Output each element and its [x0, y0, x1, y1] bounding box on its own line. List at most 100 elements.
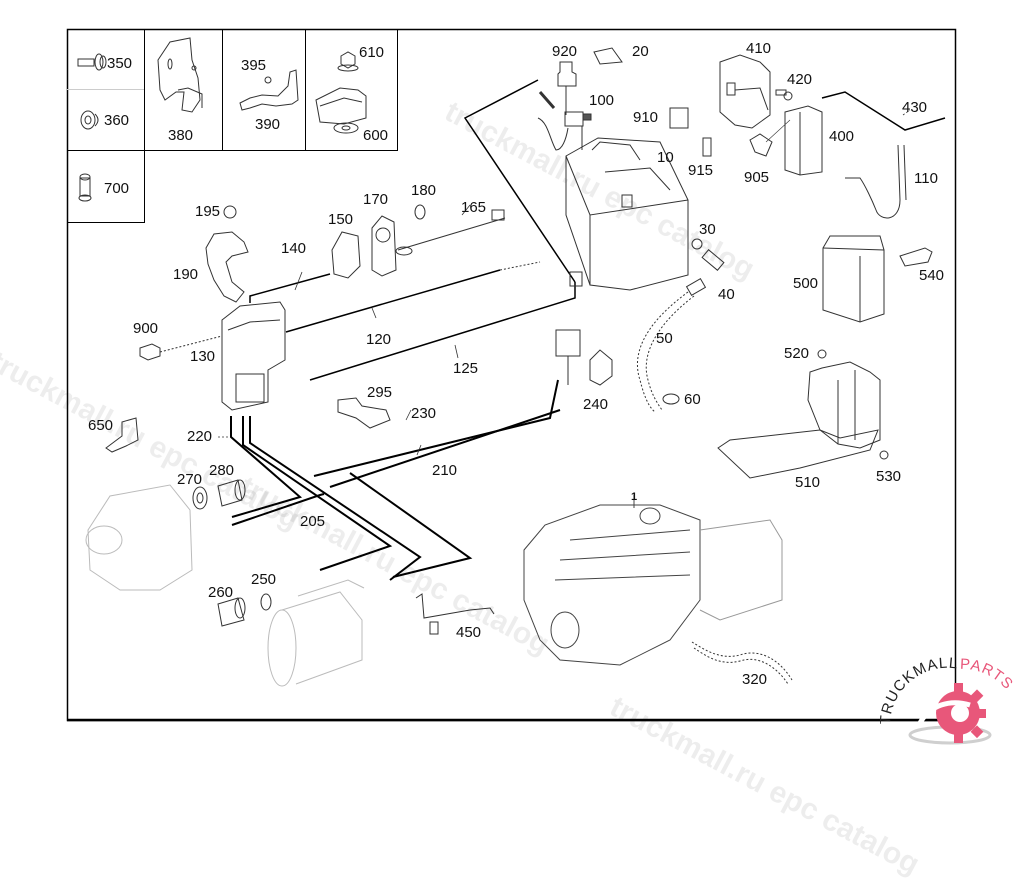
callout-270: 270: [177, 471, 203, 488]
callout-260: 260: [208, 584, 234, 601]
clamp-170-icon: [371, 215, 397, 277]
module-600-icon: [315, 87, 367, 134]
engine-marker: 1: [631, 491, 638, 503]
cable-125-icon: [309, 282, 576, 381]
cable-120-icon: [285, 269, 501, 333]
callout-540: 540: [919, 267, 945, 284]
callout-320: 320: [742, 671, 768, 688]
plug-30-icon: [691, 238, 703, 250]
harness-wires-icon: [230, 379, 561, 581]
grommet-60-icon: [662, 393, 680, 405]
switch-240-icon: [555, 329, 613, 386]
cover-20-icon: [593, 47, 623, 65]
callout-920: 920: [552, 43, 578, 60]
callout-210: 210: [432, 462, 458, 479]
callout-500: 500: [793, 275, 819, 292]
callout-400: 400: [829, 128, 855, 145]
callout-905: 905: [744, 169, 770, 186]
bushing-360-icon: [80, 110, 99, 130]
cable-140-icon: [249, 273, 331, 303]
callout-380: 380: [168, 127, 194, 144]
callout-395: 395: [241, 57, 267, 74]
cable-icon: [537, 117, 569, 151]
callout-205: 205: [300, 513, 326, 530]
bracket-450-icon: [415, 593, 495, 635]
callout-130: 130: [190, 348, 216, 365]
brand-logo: TRUCKMALL PARTS: [880, 655, 1024, 750]
battery-400-icon: [784, 105, 823, 176]
terminal-150-icon: [331, 231, 361, 279]
callout-125: 125: [453, 360, 479, 377]
parts-diagram: truckmall.ru epc catalog truckmall.ru ep…: [0, 28, 1024, 881]
label-905-icon: [749, 133, 773, 157]
bracket-295-icon: [337, 397, 391, 429]
nut-250-icon: [260, 593, 272, 611]
aux-battery-500-icon: [822, 235, 885, 323]
nut-610-icon: [337, 51, 359, 72]
battery-10-icon: [565, 137, 689, 291]
bracket-380-icon: [157, 37, 203, 113]
bolt-420-icon: [775, 89, 793, 101]
connector-540-icon: [899, 247, 933, 267]
cap-900-icon: [139, 343, 161, 361]
callout-110: 110: [914, 170, 938, 187]
inset-grid: [67, 29, 398, 223]
washer-180-icon: [414, 204, 426, 220]
callout-150: 150: [328, 211, 354, 228]
callout-410: 410: [746, 40, 772, 57]
callout-10: 10: [657, 149, 674, 166]
callout-900: 900: [133, 320, 159, 337]
fuse-box-130-icon: [221, 301, 286, 411]
bracket-650-icon: [105, 417, 139, 453]
cable-110-icon: [845, 144, 901, 219]
callout-140: 140: [281, 240, 307, 257]
callout-180: 180: [411, 182, 437, 199]
callout-650: 650: [88, 417, 114, 434]
callout-910: 910: [633, 109, 659, 126]
callout-295: 295: [367, 384, 393, 401]
cap-260-icon: [217, 597, 246, 627]
callout-280: 280: [209, 462, 235, 479]
callout-915: 915: [688, 162, 714, 179]
callout-170: 170: [363, 191, 389, 208]
hose-50-icon: [636, 291, 689, 413]
callout-40: 40: [718, 286, 735, 303]
diagram-drawing: [66, 28, 957, 722]
callout-250: 250: [251, 571, 277, 588]
alternator-icon: [85, 484, 193, 591]
callout-50: 50: [656, 330, 673, 347]
cover-190-icon: [205, 231, 249, 303]
callout-60: 60: [684, 391, 701, 408]
fuse-915-icon: [702, 137, 712, 157]
callout-700: 700: [104, 180, 130, 197]
nut-195-icon: [223, 205, 237, 219]
callout-450: 450: [456, 624, 482, 641]
callout-420: 420: [787, 71, 813, 88]
callout-165: 165: [461, 199, 487, 216]
svg-text:PARTS: PARTS: [960, 656, 1017, 693]
cable-165-icon: [397, 217, 506, 251]
callout-20: 20: [632, 43, 649, 60]
elbow-40-icon: [701, 249, 725, 271]
nut-270-icon: [192, 486, 208, 510]
callout-30: 30: [699, 221, 716, 238]
starter-icon: [267, 579, 365, 687]
terminal-100-icon: [564, 111, 592, 150]
callout-240: 240: [583, 396, 609, 413]
callout-100: 100: [589, 92, 615, 109]
callout-120: 120: [366, 331, 392, 348]
callout-190: 190: [173, 266, 199, 283]
logo-text-right: PARTS: [960, 656, 1016, 693]
nut-530-icon: [879, 450, 889, 460]
bolt-350-icon: [77, 53, 107, 71]
tray-510-icon: [717, 361, 881, 479]
gear-logo-icon: TRUCKMALL PARTS: [880, 655, 1017, 745]
callout-510: 510: [795, 474, 821, 491]
callout-520: 520: [784, 345, 810, 362]
callout-195: 195: [195, 203, 221, 220]
spacer-700-icon: [78, 173, 92, 202]
callout-390: 390: [255, 116, 281, 133]
holder-410-icon: [719, 54, 771, 129]
nut-520-icon: [817, 349, 827, 359]
bracket-390-icon: [239, 69, 299, 111]
